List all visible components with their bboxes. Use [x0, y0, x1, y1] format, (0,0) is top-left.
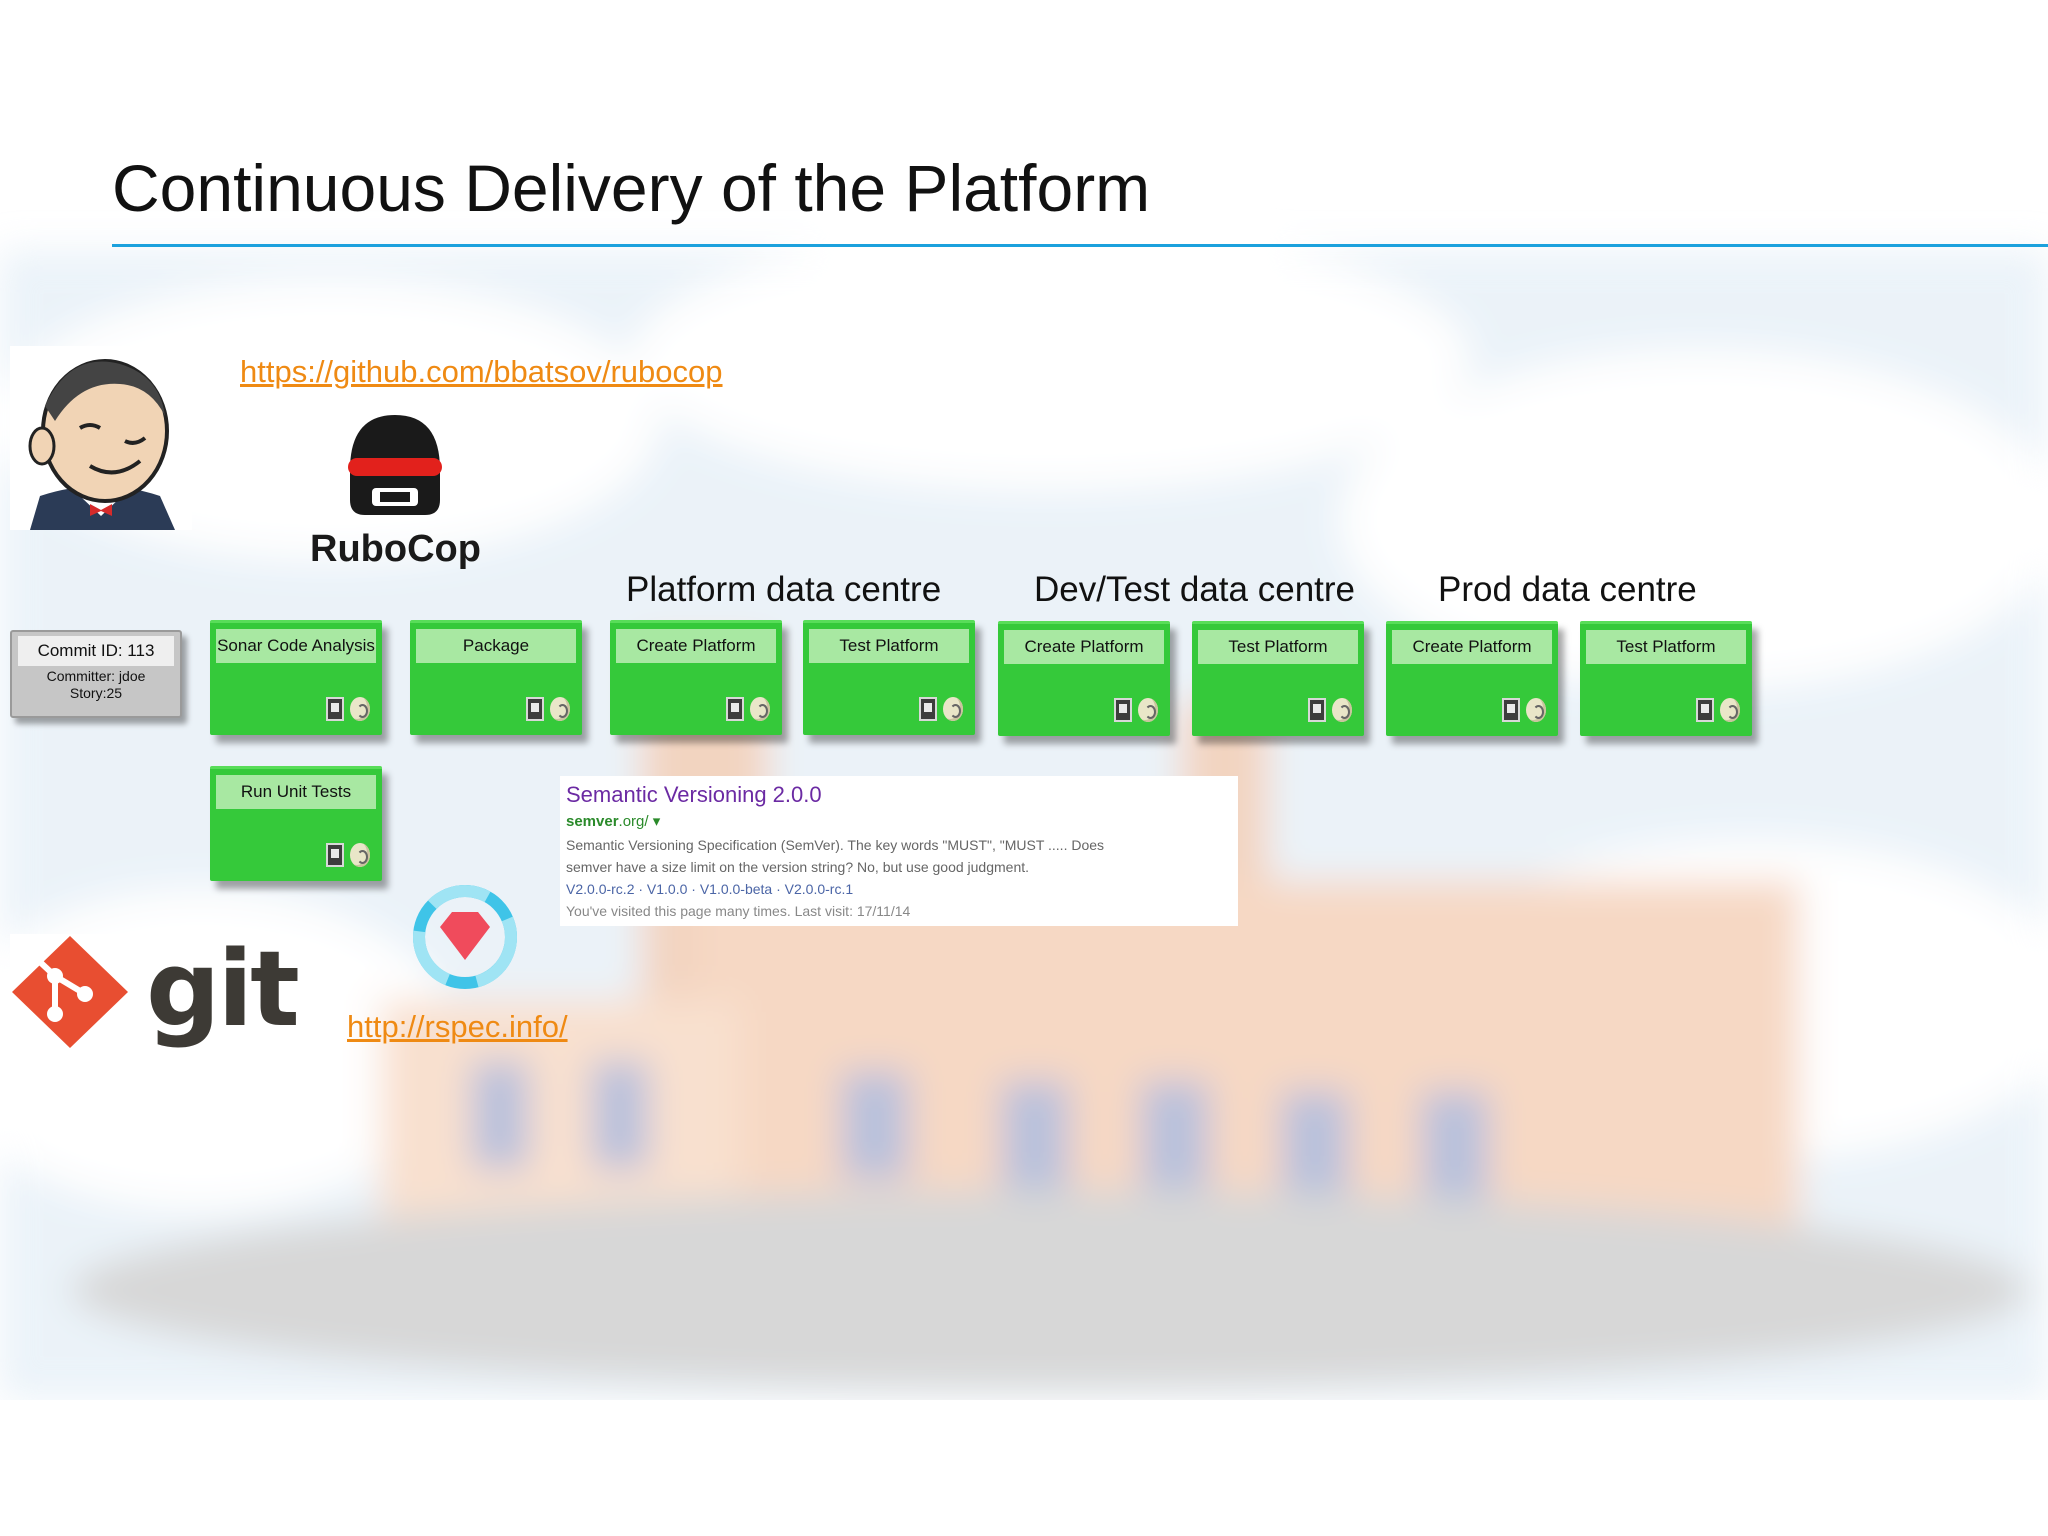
- story-label: Story:25: [69, 685, 123, 701]
- rebuild-icon[interactable]: [943, 697, 963, 721]
- console-output-icon[interactable]: [726, 697, 744, 721]
- job-create-platform-devtest-dc[interactable]: Create Platform: [998, 621, 1170, 736]
- rubocop-logo: RuboCop: [310, 410, 481, 572]
- job-label: Create Platform: [1004, 630, 1164, 664]
- devtest-data-centre-label: Dev/Test data centre: [1034, 570, 1355, 609]
- job-run-unit-tests[interactable]: Run Unit Tests: [210, 766, 382, 881]
- commit-info-box[interactable]: Commit ID: 113 Committer: jdoe Story:25: [10, 630, 182, 718]
- job-label: Run Unit Tests: [216, 775, 376, 809]
- search-result-sublinks[interactable]: V2.0.0-rc.2 · V1.0.0 · V1.0.0-beta · V2.…: [566, 881, 854, 897]
- rebuild-icon[interactable]: [1332, 698, 1352, 722]
- job-label: Test Platform: [1198, 630, 1358, 664]
- search-result-title[interactable]: Semantic Versioning 2.0.0: [566, 782, 822, 807]
- console-output-icon[interactable]: [326, 843, 344, 867]
- search-result-url[interactable]: semver.org/ ▾: [566, 812, 660, 830]
- prod-data-centre-label: Prod data centre: [1438, 570, 1697, 609]
- job-label: Test Platform: [809, 629, 969, 663]
- git-wordmark: git: [146, 928, 300, 1050]
- search-result-visited: You've visited this page many times. Las…: [566, 903, 911, 919]
- rspec-logo: [410, 882, 520, 992]
- rebuild-icon[interactable]: [1720, 698, 1740, 722]
- job-test-platform-devtest-dc[interactable]: Test Platform: [1192, 621, 1364, 736]
- snippet-line: Semantic Versioning Specification (SemVe…: [566, 837, 1105, 853]
- rubocop-wordmark: RuboCop: [310, 528, 481, 570]
- job-create-platform-prod-dc[interactable]: Create Platform: [1386, 621, 1558, 736]
- console-output-icon[interactable]: [526, 697, 544, 721]
- rebuild-icon[interactable]: [1526, 698, 1546, 722]
- rebuild-icon[interactable]: [550, 697, 570, 721]
- search-result-url-rest: .org/ ▾: [618, 813, 661, 830]
- search-result-snippet: Semantic Versioning Specification (SemVe…: [566, 834, 1226, 922]
- git-logo: git: [10, 928, 300, 1050]
- rebuild-icon[interactable]: [1138, 698, 1158, 722]
- job-label: Sonar Code Analysis: [216, 629, 376, 663]
- rebuild-icon[interactable]: [350, 843, 370, 867]
- job-create-platform-platform-dc[interactable]: Create Platform: [610, 620, 782, 735]
- jenkins-logo: [10, 346, 192, 530]
- job-label: Create Platform: [1392, 630, 1552, 664]
- job-sonar-code-analysis[interactable]: Sonar Code Analysis: [210, 620, 382, 735]
- committer-label: Committer: jdoe: [46, 668, 146, 684]
- rubocop-link[interactable]: https://github.com/bbatsov/rubocop: [240, 354, 723, 389]
- snippet-line: semver have a size limit on the version …: [566, 859, 1030, 875]
- job-test-platform-platform-dc[interactable]: Test Platform: [803, 620, 975, 735]
- title-divider: [112, 244, 2048, 247]
- rspec-link[interactable]: http://rspec.info/: [347, 1009, 568, 1044]
- console-output-icon[interactable]: [1696, 698, 1714, 722]
- console-output-icon[interactable]: [326, 697, 344, 721]
- job-label: Test Platform: [1586, 630, 1746, 664]
- rubocop-helmet-icon: [348, 415, 442, 515]
- semver-search-result[interactable]: Semantic Versioning 2.0.0 semver.org/ ▾ …: [560, 776, 1238, 926]
- job-label: Create Platform: [616, 629, 776, 663]
- search-result-url-domain: semver: [566, 813, 619, 830]
- console-output-icon[interactable]: [919, 697, 937, 721]
- platform-data-centre-label: Platform data centre: [626, 570, 942, 609]
- job-package[interactable]: Package: [410, 620, 582, 735]
- console-output-icon[interactable]: [1114, 698, 1132, 722]
- git-diamond-icon: [12, 936, 128, 1048]
- jenkins-icon: [28, 359, 175, 530]
- job-test-platform-prod-dc[interactable]: Test Platform: [1580, 621, 1752, 736]
- job-label: Package: [416, 629, 576, 663]
- slide-title: Continuous Delivery of the Platform: [112, 151, 1151, 225]
- commit-id: Commit ID: 113: [18, 636, 174, 666]
- ruby-gem-icon: [413, 885, 517, 989]
- rebuild-icon[interactable]: [750, 697, 770, 721]
- console-output-icon[interactable]: [1502, 698, 1520, 722]
- console-output-icon[interactable]: [1308, 698, 1326, 722]
- rebuild-icon[interactable]: [350, 697, 370, 721]
